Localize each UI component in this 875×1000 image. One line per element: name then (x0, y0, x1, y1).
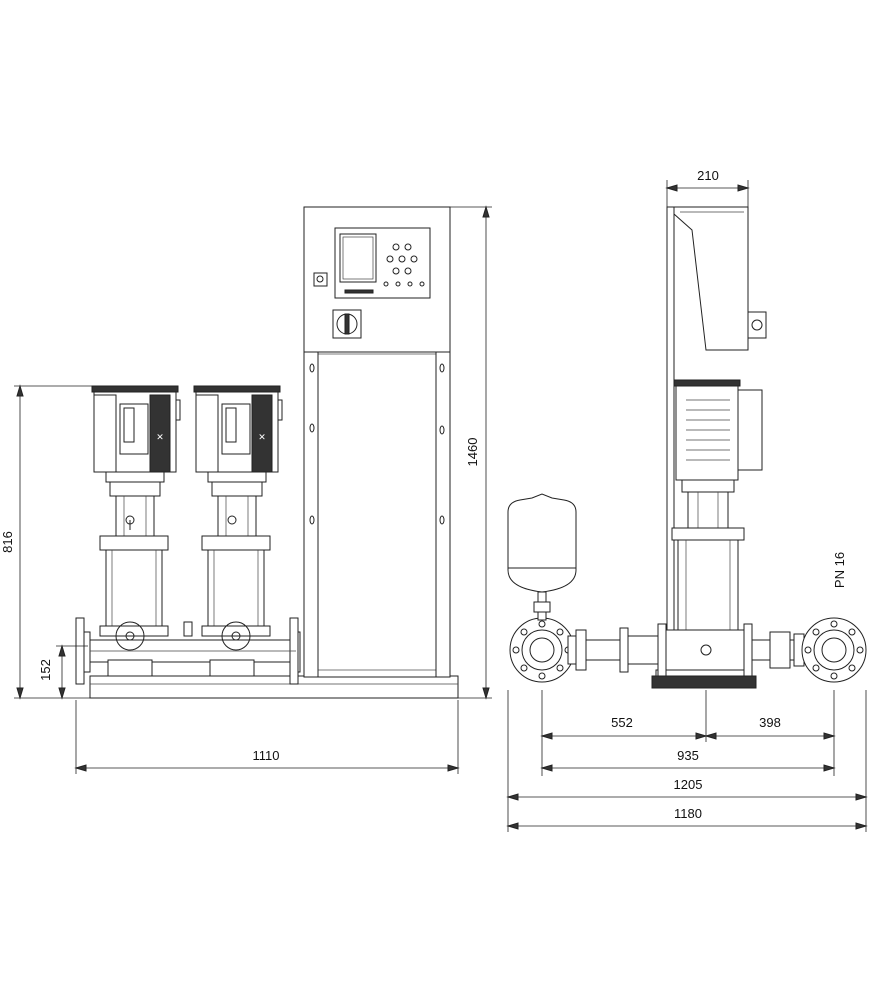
dim-height-total: 1460 (465, 438, 480, 467)
front-dimensions (14, 205, 492, 774)
side-dimensions (506, 180, 868, 832)
controller-display (334, 227, 431, 299)
side-manifold (567, 623, 805, 677)
dim-height-pump: 816 (0, 531, 15, 553)
pump-2: ✕ (193, 385, 283, 677)
pump-1: ✕ (91, 385, 181, 677)
dim-cabinet-depth: 210 (697, 168, 719, 183)
front-view: ✕ ✕ (0, 205, 492, 774)
svg-text:✕: ✕ (156, 432, 164, 442)
base-frame (89, 675, 459, 699)
diaphragm-tank (507, 493, 577, 621)
indicator-lamp (313, 272, 328, 287)
dim-1205: 1205 (674, 777, 703, 792)
pressure-rating-label: PN 16 (832, 552, 847, 588)
control-cabinet (303, 206, 451, 678)
main-switch-icon (332, 309, 362, 339)
dim-935: 935 (677, 748, 699, 763)
inlet-flange (509, 617, 587, 683)
pump-side (651, 379, 763, 689)
cabinet-side (666, 206, 767, 678)
outlet-flange (801, 617, 867, 683)
pump-side-motor (675, 381, 739, 481)
side-view: PN 16 (506, 168, 868, 832)
dim-1180: 1180 (674, 806, 702, 821)
dim-width-total: 1110 (253, 748, 280, 763)
dim-398: 398 (759, 715, 781, 730)
dim-552: 552 (611, 715, 633, 730)
svg-text:✕: ✕ (258, 432, 266, 442)
dim-height-inlet: 152 (38, 659, 53, 681)
